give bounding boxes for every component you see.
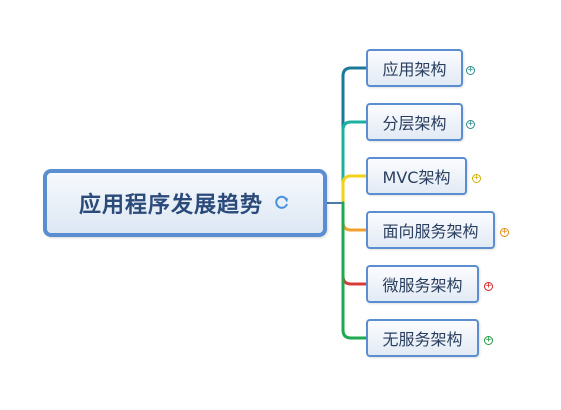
branch-line-5 — [341, 201, 368, 340]
expand-toggle-icon[interactable]: + — [484, 281, 493, 291]
expand-toggle-icon[interactable]: + — [466, 65, 475, 75]
subtopic-layered-architecture[interactable]: 分层架构 — [366, 103, 463, 141]
subtopic-serverless-architecture[interactable]: 无服务架构 — [366, 319, 479, 357]
central-topic-node[interactable]: 应用程序发展趋势 — [43, 169, 327, 237]
expand-toggle-icon[interactable]: + — [500, 227, 509, 237]
subtopic-label: MVC架构 — [382, 168, 451, 187]
refresh-icon — [273, 194, 291, 212]
expand-toggle-icon[interactable]: + — [484, 335, 493, 345]
subtopic-label: 应用架构 — [382, 60, 447, 79]
branch-line-0 — [341, 66, 368, 205]
central-topic-label: 应用程序发展趋势 — [78, 193, 263, 218]
branch-line-4 — [341, 201, 368, 286]
subtopic-soa-architecture[interactable]: 面向服务架构 — [366, 211, 495, 249]
expand-toggle-icon[interactable]: + — [466, 119, 475, 129]
subtopic-application-architecture[interactable]: 应用架构 — [366, 49, 463, 87]
branch-line-1 — [341, 120, 368, 205]
subtopic-label: 无服务架构 — [382, 330, 463, 349]
branch-line-3 — [341, 201, 368, 232]
subtopic-label: 分层架构 — [382, 114, 447, 133]
expand-toggle-icon[interactable]: + — [472, 173, 481, 183]
subtopic-mvc-architecture[interactable]: MVC架构 — [366, 157, 467, 195]
subtopic-label: 面向服务架构 — [382, 222, 479, 241]
subtopic-microservice-architecture[interactable]: 微服务架构 — [366, 265, 479, 303]
branch-line-2 — [341, 174, 368, 205]
subtopic-label: 微服务架构 — [382, 276, 463, 295]
